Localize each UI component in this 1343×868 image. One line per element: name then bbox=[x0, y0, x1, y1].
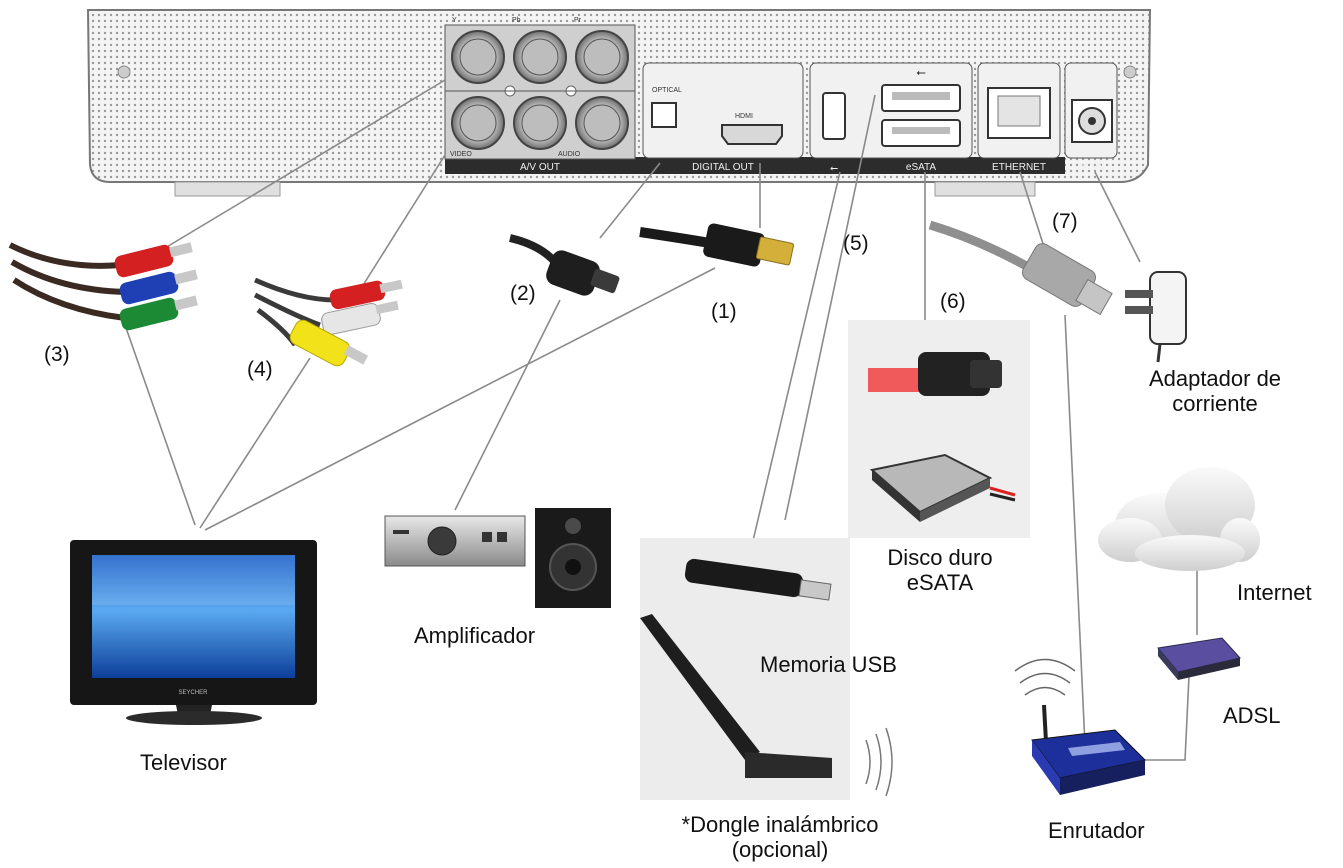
label-connection-6: (6) bbox=[940, 290, 966, 313]
label-esata-disk-line2: eSATA bbox=[906, 570, 974, 595]
label-wireless-dongle-line2: (opcional) bbox=[731, 837, 829, 862]
connector-lines bbox=[124, 79, 1198, 761]
usb-memory-stick bbox=[684, 558, 832, 601]
power-adapter bbox=[1125, 271, 1187, 363]
hdmi-cable bbox=[639, 223, 795, 267]
usb-esata-block: ⭠ ⭠ eSATA bbox=[809, 62, 973, 174]
label-y: Y bbox=[452, 17, 457, 24]
tv-brand: SEYCHER bbox=[178, 690, 208, 696]
line-wireless-dongle bbox=[751, 171, 841, 546]
label-power-adapter: Adaptador de corriente bbox=[1125, 366, 1305, 416]
line-usb-memory bbox=[784, 94, 876, 521]
internet-cloud bbox=[1098, 467, 1260, 571]
dongle-wireless-waves bbox=[865, 727, 893, 797]
label-adsl: ADSL bbox=[1223, 703, 1281, 728]
rca-jack-video bbox=[451, 96, 505, 150]
line-component-to-panel bbox=[164, 79, 446, 249]
line-composite-to-panel bbox=[359, 154, 446, 291]
line-dc-in bbox=[1094, 171, 1141, 263]
usb-dongle-image bbox=[640, 538, 850, 800]
router-wireless-waves bbox=[1014, 658, 1076, 696]
label-connection-7: (7) bbox=[1052, 210, 1078, 233]
dc-in-block: DC-IN bbox=[1064, 62, 1118, 173]
rca-jack-pr bbox=[575, 30, 629, 84]
tv-screen bbox=[92, 555, 295, 678]
label-television: Televisor bbox=[140, 750, 227, 775]
section-ethernet: ETHERNET bbox=[992, 162, 1046, 173]
usb-port-side bbox=[822, 92, 846, 140]
label-video: VIDEO bbox=[450, 151, 472, 158]
wireless-dongle bbox=[640, 614, 832, 778]
router-image bbox=[1014, 658, 1147, 795]
label-internet: Internet bbox=[1237, 580, 1312, 605]
usb-symbol-footer: ⭠ bbox=[830, 163, 838, 174]
label-connection-2: (2) bbox=[510, 282, 536, 305]
speaker bbox=[535, 508, 611, 608]
label-wireless-dongle: *Dongle inalámbrico (opcional) bbox=[640, 812, 920, 862]
label-router: Enrutador bbox=[1048, 818, 1145, 843]
label-audio: AUDIO bbox=[558, 151, 581, 158]
television-image: SEYCHER bbox=[70, 540, 317, 725]
section-av-out: A/V OUT bbox=[520, 162, 560, 173]
label-connection-4: (4) bbox=[247, 358, 273, 381]
line-composite-to-tv bbox=[199, 357, 311, 529]
label-pb: Pb bbox=[512, 17, 521, 24]
optical-port bbox=[651, 102, 677, 128]
label-hdmi: HDMI bbox=[735, 113, 753, 120]
label-connection-3: (3) bbox=[44, 343, 70, 366]
label-usb-memory: Memoria USB bbox=[760, 652, 897, 677]
label-connection-5: (5) bbox=[843, 232, 869, 255]
label-esata-disk-line1: Disco duro bbox=[887, 545, 993, 570]
rca-jack-audio-l bbox=[513, 96, 567, 150]
component-cable bbox=[8, 242, 198, 331]
line-hdmi-to-tv bbox=[204, 267, 716, 531]
label-wireless-dongle-line1: *Dongle inalámbrico bbox=[681, 812, 879, 837]
adsl-modem bbox=[1157, 637, 1241, 680]
esata-disk-image bbox=[848, 320, 1030, 538]
rca-jack-audio-r bbox=[575, 96, 629, 150]
composite-cable bbox=[253, 277, 403, 367]
ethernet-cable bbox=[928, 220, 1113, 316]
line-optical-to-amp bbox=[454, 299, 561, 511]
section-dc-in: DC-IN bbox=[1077, 162, 1105, 173]
label-amplifier: Amplificador bbox=[414, 623, 536, 648]
hdmi-port bbox=[721, 124, 783, 145]
line-ethernet-to-router bbox=[1064, 314, 1086, 746]
label-connection-1: (1) bbox=[711, 300, 737, 323]
usb-symbol-top: ⭠ bbox=[916, 65, 926, 79]
digital-out-block: OPTICAL HDMI DIGITAL OUT bbox=[642, 62, 804, 173]
section-esata: eSATA bbox=[906, 162, 937, 173]
line-optical-to-panel bbox=[599, 162, 661, 239]
rca-jack-pb bbox=[513, 30, 567, 84]
section-digital-out: DIGITAL OUT bbox=[692, 162, 754, 173]
av-out-block: Y Pb Pr VIDEO AUDIO A/V OUT bbox=[444, 17, 636, 173]
amplifier-image bbox=[384, 508, 611, 608]
label-power-adapter-line1: Adaptador de bbox=[1148, 366, 1282, 391]
label-optical: OPTICAL bbox=[652, 87, 682, 94]
line-component-to-tv bbox=[124, 324, 196, 526]
hard-disk bbox=[869, 453, 1016, 522]
ethernet-block: ETHERNET bbox=[977, 62, 1061, 173]
label-power-adapter-line2: corriente bbox=[1172, 391, 1258, 416]
line-router-to-adsl bbox=[1140, 654, 1191, 761]
rca-jack-y bbox=[451, 30, 505, 84]
label-pr: Pr bbox=[574, 17, 582, 24]
label-esata-disk: Disco duro eSATA bbox=[855, 545, 1025, 595]
line-ethernet-panel bbox=[1019, 171, 1046, 251]
optical-cable bbox=[509, 234, 620, 296]
